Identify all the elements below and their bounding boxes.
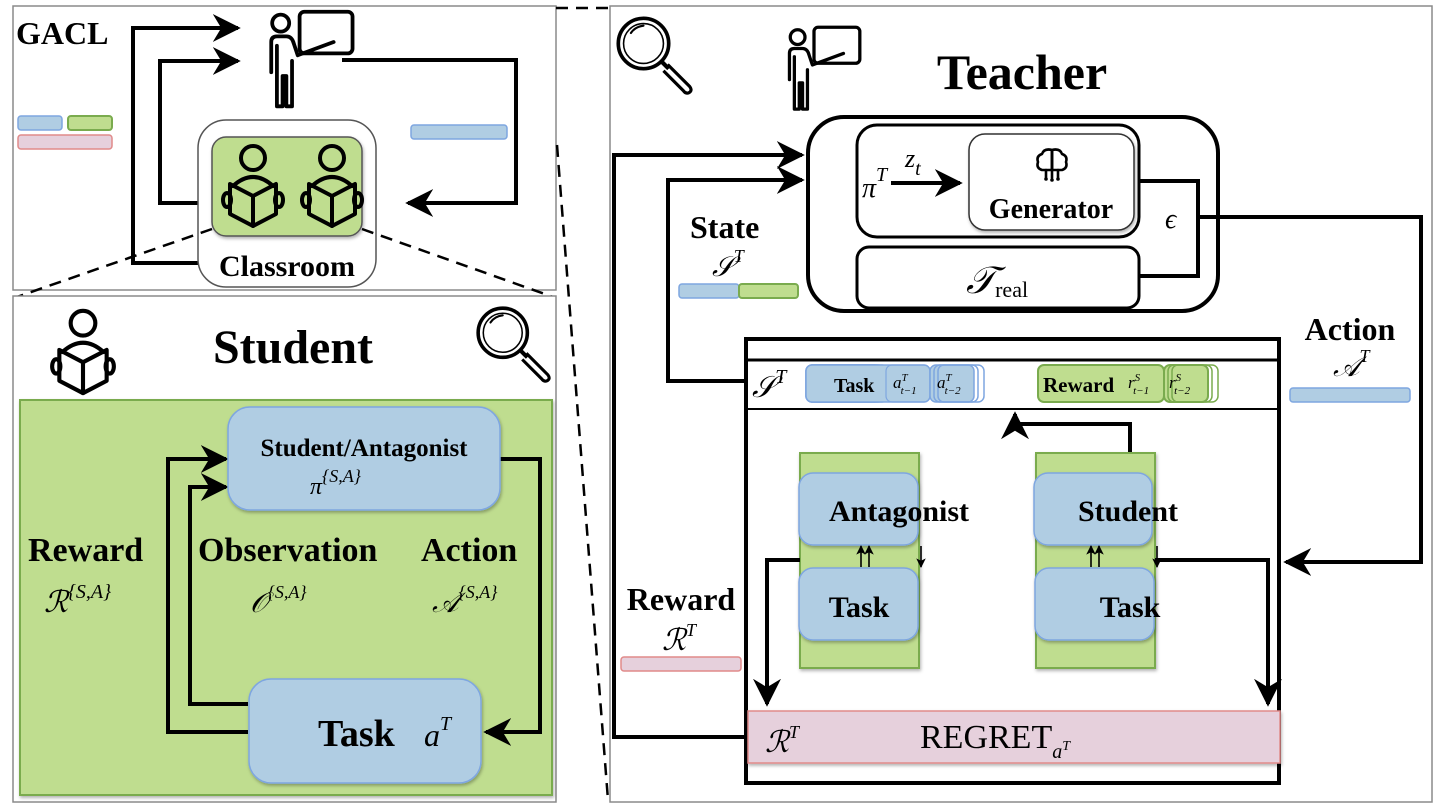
action-loop-arrow: [342, 58, 518, 217]
antagonist-regret-arrow: [753, 558, 800, 707]
svg-text:rSt−1: rSt−1: [1128, 372, 1149, 397]
teacher-policy-superscript: T: [876, 164, 889, 186]
generator-label: Generator: [989, 194, 1113, 225]
action-chip: [410, 124, 508, 140]
reward-chip-label: Reward: [1043, 373, 1114, 397]
reward-superscript: T: [686, 620, 698, 640]
reward-symbol: ℛ: [44, 586, 70, 619]
reward-arrow: [166, 445, 248, 734]
generator-box: Generator: [968, 133, 1135, 231]
svg-text:ℛT: ℛT: [662, 620, 698, 657]
latent-subscript: t: [915, 158, 921, 180]
state-update-arrow: [1001, 411, 1132, 452]
real-tasks-subscript: real: [995, 277, 1028, 302]
regret-symbol: ℛ: [765, 726, 791, 759]
state-reward-chip: [67, 115, 113, 131]
policy-label: Student/Antagonist: [261, 435, 469, 462]
student-label: Student: [1078, 495, 1178, 528]
task-superscript: T: [440, 713, 453, 735]
state-reward-chip: [738, 283, 799, 299]
svg-text:π{S,A}: π{S,A}: [310, 466, 362, 500]
state-to-teacher-arrow: [666, 166, 805, 383]
reward-superscript: {S,A}: [68, 581, 111, 603]
svg-text:zt: zt: [904, 144, 921, 180]
latent-symbol: z: [904, 144, 915, 173]
observation-arrow: [188, 473, 248, 706]
classroom-box: Classroom: [197, 119, 377, 288]
task-symbol: a: [424, 717, 440, 753]
svg-text:𝒯real: 𝒯real: [966, 260, 1028, 302]
action-superscript: {S,A}: [459, 582, 499, 602]
antagonist-task-label: Task: [829, 591, 890, 624]
policy-superscript: {S,A}: [322, 466, 362, 486]
student-task-label: Task: [1100, 591, 1161, 624]
zoom-connector-right: [361, 227, 557, 300]
reward-label: Reward: [28, 532, 143, 569]
student-policy-box: Student/Antagonist π{S,A}: [227, 406, 501, 511]
observation-label: Observation: [198, 532, 378, 569]
reward-symbol: ℛ: [662, 624, 688, 657]
mixer-bracket: [1139, 179, 1200, 278]
student-panel: Student Student/Antagonist π{S,A} Reward…: [12, 295, 557, 803]
observation-superscript: {S,A}: [268, 582, 308, 602]
action-label: Action: [421, 532, 517, 569]
reward-to-teacher-arrow: [612, 141, 805, 739]
regret-superscript: T: [789, 722, 801, 742]
teacher-title: Teacher: [937, 44, 1107, 100]
classroom-label: Classroom: [219, 250, 355, 283]
svg-text:ℛT: ℛT: [765, 722, 801, 759]
svg-text:aT: aT: [424, 713, 453, 753]
svg-text:REGRETaT: REGRETaT: [920, 719, 1071, 763]
task-chip-label: Task: [834, 375, 875, 397]
state-task-chip: [17, 115, 63, 131]
student-regret-arrow: [1155, 558, 1282, 707]
regret-bar: ℛT REGRETaT: [747, 710, 1281, 764]
zoom-connector-left: [13, 227, 213, 300]
teacher-action-arrow: [1198, 215, 1423, 576]
state-label: State: [690, 209, 759, 245]
state-loop-arrow: [158, 47, 241, 205]
action-arrow: [483, 457, 542, 746]
student-task-box: Task aT: [248, 678, 482, 784]
reward-chip: [17, 134, 113, 150]
svg-text:aTt−2: aTt−2: [937, 372, 961, 397]
reward-chip: [620, 656, 742, 672]
action-label: Action: [1305, 311, 1396, 347]
brain-circuit-icon: [1036, 148, 1068, 182]
zoom-connector-bottom: [555, 144, 610, 801]
antagonist-label: Antagonist: [829, 495, 969, 528]
reward-loop-arrow: [131, 14, 241, 265]
student-agent: Student Task: [1033, 452, 1178, 669]
teacher-policy-symbol: π: [862, 173, 877, 204]
teacher-panel: Teacher πT zt Generator 𝒯real ϵ State 𝒮T: [609, 5, 1433, 803]
overview-title: GACL: [16, 15, 108, 51]
state-task-chip: [678, 283, 740, 299]
regret-label: REGRET: [920, 719, 1052, 756]
svg-text:rSt−2: rSt−2: [1169, 372, 1191, 397]
overview-panel: GACL Classroom: [12, 5, 557, 291]
svg-text:ℛ{S,A}: ℛ{S,A}: [44, 581, 111, 619]
action-superscript: T: [1360, 346, 1372, 366]
reward-label: Reward: [627, 581, 736, 617]
action-chip: [1289, 387, 1411, 403]
task-label: Task: [318, 713, 396, 755]
policy-symbol: π: [310, 474, 323, 500]
student-title: Student: [213, 321, 373, 374]
epsilon-symbol: ϵ: [1165, 204, 1178, 235]
antagonist-agent: Antagonist Task: [798, 452, 969, 669]
state-row-superscript: T: [775, 366, 788, 388]
svg-text:aTt−1: aTt−1: [893, 372, 917, 397]
state-superscript: T: [734, 246, 746, 266]
svg-text:πT: πT: [862, 164, 889, 204]
